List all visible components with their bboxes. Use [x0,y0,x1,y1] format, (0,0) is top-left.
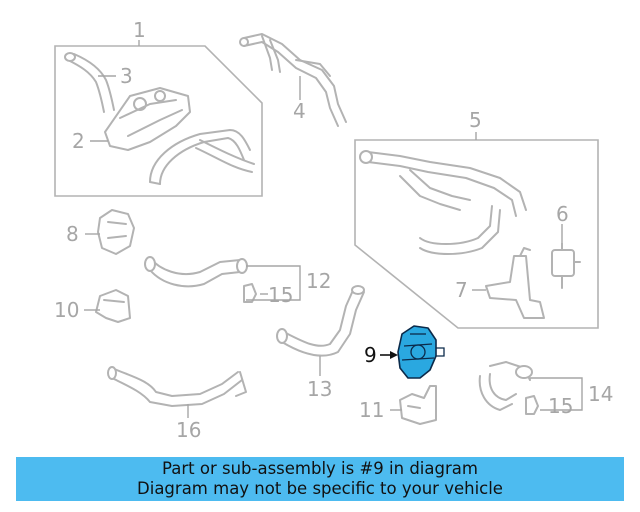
info-banner: Part or sub-assembly is #9 in diagram Di… [16,457,624,501]
callout-12: 12 [306,269,331,293]
callout-4: 4 [293,99,306,123]
callout-8: 8 [66,222,79,246]
part-12-hose [144,256,248,288]
part-15-clamp-right [525,395,539,415]
part-8-valve [97,209,135,255]
callout-10: 10 [54,298,79,322]
part-16-hose [107,366,247,407]
part-1-hoses [149,129,255,185]
part-14-hose [478,361,533,411]
callout-9: 9 [364,343,377,367]
banner-line-2: Diagram may not be specific to your vehi… [137,479,503,498]
part-13-hose [276,285,365,357]
part-6-valve [551,243,581,289]
callout-1: 1 [133,18,146,42]
callout-15-left: 15 [268,283,293,307]
part-11-bracket [399,385,437,425]
callout-15-right: 15 [548,394,573,418]
part-4-hose [239,33,347,127]
callout-16: 16 [176,418,201,442]
parts-diagram: 1 2 3 4 5 6 7 8 9 10 11 12 13 14 15 15 1… [54,18,613,442]
part-7-bracket [485,247,545,319]
callout-6: 6 [556,202,569,226]
part-5-hoses [359,150,527,255]
banner-line-1: Part or sub-assembly is #9 in diagram [162,459,478,478]
part-10-bracket [95,289,131,323]
callout-7: 7 [455,278,468,302]
part-3-hose [64,52,115,113]
group-5-box [354,139,599,329]
callout-14: 14 [588,382,613,406]
leader-9-arrowhead [390,351,398,359]
part-15-clamp-left [243,283,257,303]
callout-5: 5 [469,108,482,132]
part-2-valve-assembly [104,87,191,151]
callout-11: 11 [359,398,384,422]
callout-2: 2 [72,129,85,153]
leader-lines [84,40,583,418]
part-9-pump[interactable] [397,325,445,379]
group-1-box [54,45,263,197]
callout-13: 13 [307,377,332,401]
callout-3: 3 [120,64,133,88]
